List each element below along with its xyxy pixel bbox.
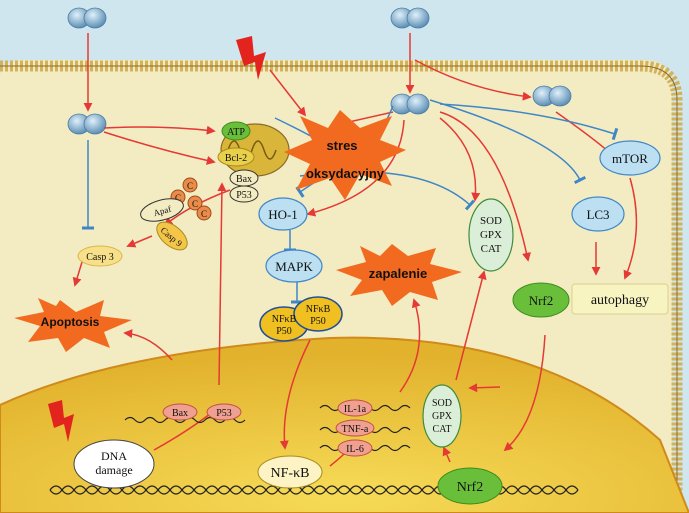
bax-gene: Bax — [162, 403, 198, 421]
stress-label-2: oksydacyjny — [306, 166, 385, 181]
nfkb-label: NF-κB — [271, 466, 310, 481]
apoptosome: Apaf Casp 9 — [140, 198, 188, 251]
tnfa-label: TNF-a — [342, 424, 369, 435]
dna-damage-node: DNA damage — [73, 439, 155, 489]
receptor-icon — [390, 93, 430, 115]
cytc-label: C — [187, 181, 193, 191]
cat-gene-label: CAT — [433, 424, 452, 435]
cytc-label: C — [192, 199, 198, 209]
nfkb-p50-label: NFκB — [306, 304, 331, 315]
tnfa-gene: TNF-a — [335, 419, 375, 437]
receptor-icon — [532, 85, 572, 107]
sod-gene-label: SOD — [432, 398, 452, 409]
cytc-label: C — [201, 209, 207, 219]
bcl2-node: Bcl-2 — [217, 147, 255, 167]
apoptosis-burst: Apoptosis — [14, 298, 132, 352]
bax-label: Bax — [236, 174, 252, 185]
receptor-icon — [67, 113, 107, 135]
lightning-icon — [236, 36, 266, 80]
atp-label: ATP — [227, 127, 245, 138]
lightning-icon — [48, 400, 74, 442]
bax-gene-label: Bax — [172, 408, 188, 419]
autophagy-box: autophagy — [571, 283, 669, 315]
ho1-label: HO-1 — [268, 207, 298, 222]
bax-p53-node: Bax P53 — [229, 169, 259, 203]
il1a-gene: IL-1a — [337, 399, 373, 417]
stress-label-1: stres — [326, 138, 357, 153]
receptor-icon — [67, 7, 107, 29]
autophagy-label: autophagy — [591, 293, 649, 308]
casp3-node: Casp 3 — [77, 245, 123, 267]
apoptosis-label: Apoptosis — [41, 315, 100, 329]
mapk-node: MAPK — [265, 249, 323, 283]
nfkb-node: NF-κB — [257, 455, 323, 489]
cat-label: CAT — [481, 243, 502, 255]
antioxidant-enzymes: SOD GPX CAT — [468, 198, 514, 272]
lc3-node: LC3 — [571, 196, 625, 232]
gpx-gene-label: GPX — [432, 411, 453, 422]
p53-gene-label: P53 — [216, 408, 232, 419]
casp3-label: Casp 3 — [86, 252, 114, 263]
mtor-label: mTOR — [612, 151, 648, 166]
inflammation-burst: zapalenie — [336, 244, 462, 306]
gpx-label: GPX — [480, 229, 502, 241]
cytc-label: C — [175, 193, 181, 203]
activation-arrows — [72, 33, 638, 467]
nfkb-p50-label: P50 — [276, 326, 292, 337]
il1a-label: IL-1a — [344, 404, 367, 415]
nrf2-node: Nrf2 — [512, 282, 570, 318]
lc3-label: LC3 — [586, 207, 609, 222]
apaf-label: Apaf — [152, 204, 172, 218]
nfkb-p50-label: NFκB — [272, 314, 297, 325]
antioxidant-genes: SOD GPX CAT — [422, 384, 462, 448]
ho1-node: HO-1 — [258, 197, 308, 231]
mtor-node: mTOR — [599, 140, 661, 176]
il6-gene: IL-6 — [337, 439, 373, 457]
il6-label: IL-6 — [346, 444, 364, 455]
atp-node: ATP — [221, 121, 251, 141]
dna-damage-label: DNA — [101, 449, 127, 463]
receptor-icon — [390, 7, 430, 29]
inflammation-label: zapalenie — [369, 266, 428, 281]
oxidative-stress-burst: stres oksydacyjny — [284, 110, 406, 200]
dna-damage-label: damage — [95, 463, 132, 477]
bcl2-label: Bcl-2 — [225, 153, 247, 164]
nrf2-label: Nrf2 — [529, 293, 554, 308]
nfkb-p50-label: P50 — [310, 316, 326, 327]
nrf2-nucleus-node: Nrf2 — [437, 467, 503, 505]
sod-label: SOD — [480, 215, 502, 227]
p53-label: P53 — [236, 190, 252, 201]
mapk-label: MAPK — [275, 259, 313, 274]
nfkb-p50-complex: NFκB P50 NFκB P50 — [259, 296, 343, 342]
nrf2-nucleus-label: Nrf2 — [457, 480, 483, 495]
p53-gene: P53 — [206, 403, 242, 421]
